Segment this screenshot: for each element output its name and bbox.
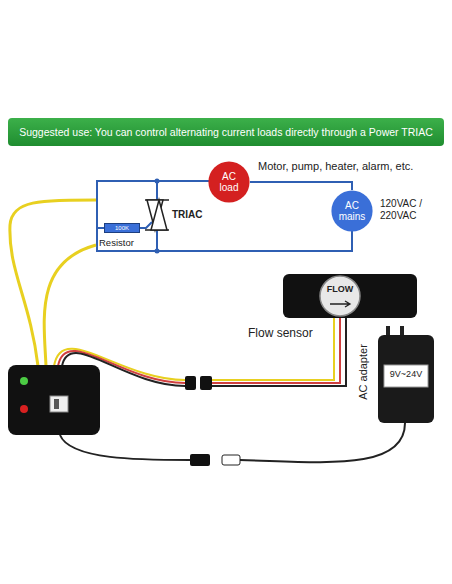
node-text: AC mains: [337, 200, 367, 222]
ac-adapter: 9V~24VAC adapter: [378, 335, 434, 423]
red-led: [20, 405, 28, 413]
part-name: Resistor: [99, 237, 134, 248]
junction-dot: [155, 179, 160, 184]
connector: [222, 455, 240, 465]
connector: [200, 376, 212, 390]
mains-circle: AC mains: [331, 190, 373, 232]
node-text: AC load: [214, 171, 244, 193]
banner: Suggested use: You can control alternati…: [8, 118, 444, 146]
wire-part: [212, 318, 334, 380]
connector: [185, 376, 196, 390]
load-circle: AC load: [208, 161, 250, 203]
green-led: [20, 377, 28, 385]
part-name: Flow sensor: [248, 326, 313, 340]
annotation: TRIAC: [172, 209, 203, 220]
annotation: 120VAC / 220VAC: [380, 198, 442, 222]
switch: [50, 396, 68, 412]
controller-box: [8, 365, 100, 435]
wire-part: [212, 318, 340, 383]
yellow-wires: [10, 200, 96, 366]
connector: [190, 454, 210, 466]
triac-symbol: [145, 200, 169, 230]
sensor-window: [320, 276, 360, 316]
flow-sensor: FLOWFlow sensor: [283, 274, 417, 318]
wire-part: [145, 200, 169, 230]
resistor-symbol: 100KResistor: [104, 223, 140, 233]
wire-connector: [250, 182, 352, 190]
junction-dot: [155, 249, 160, 254]
wire-part: [151, 200, 167, 230]
voltage-text: 9V~24V: [384, 369, 428, 379]
annotation: Motor, pump, heater, alarm, etc.: [258, 160, 413, 172]
switch-lever: [54, 399, 59, 409]
adapter-drawing: [378, 335, 434, 423]
wire-part: [10, 200, 96, 366]
adapter-sticker: [384, 365, 428, 387]
flow-arrow: [330, 301, 350, 307]
circle-fill: [208, 161, 249, 202]
banner-text: Suggested use: You can control alternati…: [13, 126, 439, 138]
flow-text: FLOW: [320, 284, 360, 294]
wire-part: [60, 435, 190, 460]
part-name: AC adapter: [357, 332, 369, 412]
sensor-drawing: [283, 274, 417, 318]
wire-part: [212, 318, 346, 386]
resistor-value: 100K: [115, 225, 129, 232]
wire-part: [240, 423, 405, 462]
circle-fill: [331, 190, 372, 231]
